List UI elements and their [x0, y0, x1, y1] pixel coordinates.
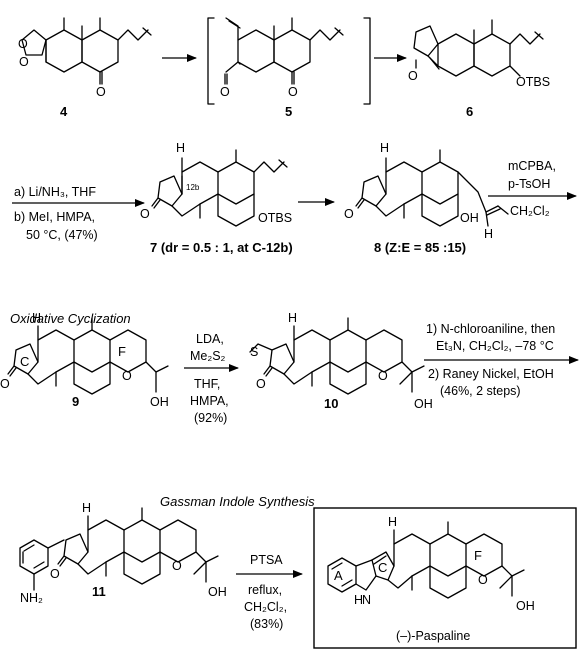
compound-8-structure: [355, 149, 509, 227]
atom-H: H: [82, 501, 91, 515]
compound-label-paspaline: (–)-Paspaline: [396, 629, 470, 643]
compound-4-structure: [21, 17, 152, 85]
ring-label-C: C: [20, 354, 29, 369]
ring-label-F: F: [474, 548, 482, 563]
atom-O: O: [478, 573, 488, 587]
atom-H: H: [32, 311, 41, 325]
atom-NH: H: [354, 593, 363, 607]
section-title-oxidative: Oxidative Cyclization: [10, 311, 131, 326]
atom-O: O: [288, 85, 298, 99]
compound-label-7: 7 (dr = 0.5 : 1, at C-12b): [150, 240, 293, 255]
compound-7-structure: [151, 149, 288, 227]
atom-OTBS: OTBS: [516, 75, 550, 89]
atom-O: O: [378, 369, 388, 383]
atom-O: O: [19, 55, 29, 69]
compound-label-10: 10: [324, 396, 338, 411]
atom-O: O: [344, 207, 354, 221]
atom-O: O: [122, 369, 132, 383]
atom-OH: OH: [516, 599, 535, 613]
compound-label-4: 4: [60, 104, 68, 119]
condition-step12-line4: (83%): [250, 617, 283, 631]
section-title-gassman: Gassman Indole Synthesis: [160, 494, 315, 509]
condition-step7-line2: b) MeI, HMPA,: [14, 210, 95, 224]
product-box: [313, 507, 577, 649]
compound-5-structure: [224, 17, 344, 85]
atom-H: H: [388, 515, 397, 529]
compound-6-structure: [413, 19, 544, 77]
atom-OH: OH: [150, 395, 169, 409]
compound-10-structure: [249, 317, 425, 395]
condition-step10-line4: HMPA,: [190, 394, 229, 408]
atom-N: N: [362, 593, 371, 607]
condition-step7-line1: a) Li/NH₃, THF: [14, 185, 96, 199]
atom-S: S: [250, 345, 258, 359]
atom-H: H: [288, 311, 297, 325]
atom-H: H: [380, 141, 389, 155]
condition-step12-line2: reflux,: [248, 583, 282, 597]
compound-label-8: 8 (Z:E = 85 :15): [374, 240, 466, 255]
compound-11-structure: [19, 507, 219, 591]
atom-O: O: [18, 37, 28, 51]
condition-step10-line3: THF,: [194, 377, 220, 391]
paspaline-structure: [327, 521, 525, 599]
atom-O: O: [408, 69, 418, 83]
compound-label-5: 5: [285, 104, 292, 119]
compound-label-9: 9: [72, 394, 79, 409]
compound-9-structure: [7, 317, 169, 395]
condition-step11-line1: 1) N-chloroaniline, then: [426, 322, 555, 336]
compound-label-6: 6: [466, 104, 473, 119]
condition-step9-line1: mCPBA,: [508, 159, 556, 173]
atom-H: H: [484, 227, 493, 241]
condition-step11-line2: Et₃N, CH₂Cl₂, –78 °C: [436, 339, 554, 353]
condition-step7-line3: 50 °C, (47%): [26, 228, 98, 242]
condition-step12-line3: CH₂Cl₂,: [244, 600, 287, 614]
condition-step11-line3: 2) Raney Nickel, EtOH: [428, 367, 554, 381]
atom-O: O: [172, 559, 182, 573]
ring-label-C: C: [378, 560, 387, 575]
atom-OH: OH: [460, 211, 479, 225]
bracket-left: [207, 17, 215, 105]
atom-O: O: [220, 85, 230, 99]
ring-label-A: A: [334, 568, 343, 583]
condition-step10-line2: Me₂S₂: [190, 349, 226, 363]
atom-O: O: [0, 377, 10, 391]
condition-step9-line3: CH₂Cl₂: [510, 204, 550, 218]
bracket-right: [363, 17, 371, 105]
condition-step10-line5: (92%): [194, 411, 227, 425]
condition-step11-line4: (46%, 2 steps): [440, 384, 521, 398]
condition-step10-line1: LDA,: [196, 332, 224, 346]
atom-OH: OH: [208, 585, 227, 599]
atom-O: O: [96, 85, 106, 99]
atom-O: O: [256, 377, 266, 391]
atom-OTBS: OTBS: [258, 211, 292, 225]
condition-step12-line1: PTSA: [250, 553, 283, 567]
atom-NH2: NH₂: [20, 591, 43, 605]
condition-step9-line2: p-TsOH: [508, 177, 550, 191]
atom-H: H: [176, 141, 185, 155]
label-12b: 12b: [186, 183, 200, 192]
atom-OH: OH: [414, 397, 433, 411]
compound-label-11: 11: [92, 584, 106, 599]
atom-O: O: [140, 207, 150, 221]
atom-O: O: [50, 567, 60, 581]
ring-label-F: F: [118, 344, 126, 359]
